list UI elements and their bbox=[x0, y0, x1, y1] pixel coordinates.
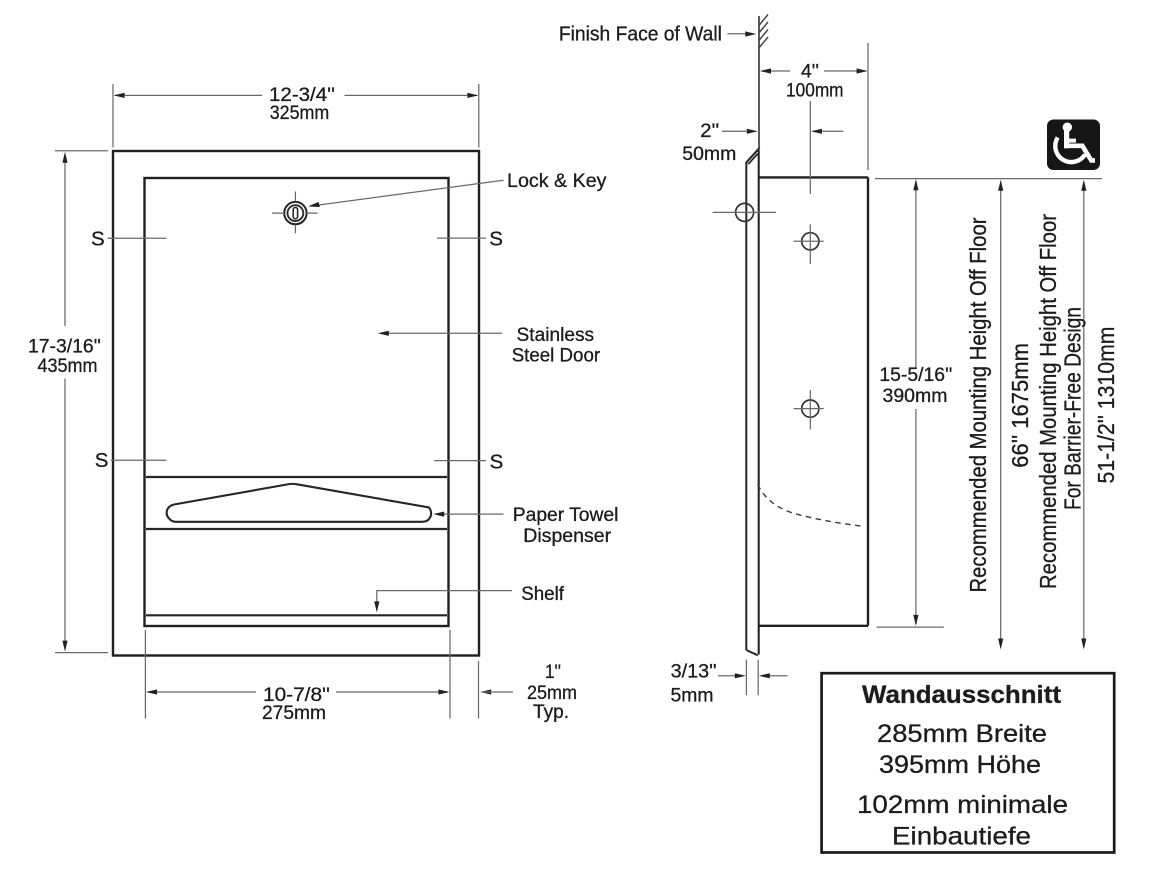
svg-text:Stainless: Stainless bbox=[517, 325, 595, 346]
svg-text:Typ.: Typ. bbox=[533, 702, 569, 723]
svg-text:S: S bbox=[91, 228, 105, 251]
svg-text:1'': 1'' bbox=[545, 662, 561, 683]
svg-text:S: S bbox=[490, 450, 504, 473]
svg-text:275mm: 275mm bbox=[262, 703, 326, 724]
svg-text:Einbautiefe: Einbautiefe bbox=[892, 823, 1031, 851]
svg-text:Dispenser: Dispenser bbox=[523, 526, 612, 547]
svg-text:Wandausschnitt: Wandausschnitt bbox=[862, 681, 1062, 709]
svg-text:12-3/4'': 12-3/4'' bbox=[269, 85, 335, 106]
svg-text:102mm minimale: 102mm minimale bbox=[857, 791, 1068, 819]
svg-text:395mm Höhe: 395mm Höhe bbox=[879, 751, 1041, 779]
svg-text:2'': 2'' bbox=[700, 121, 719, 142]
svg-text:4'': 4'' bbox=[801, 61, 819, 82]
svg-text:435mm: 435mm bbox=[38, 356, 98, 377]
svg-text:390mm: 390mm bbox=[883, 386, 948, 407]
svg-text:3/13'': 3/13'' bbox=[671, 662, 717, 683]
svg-text:10-7/8'': 10-7/8'' bbox=[263, 685, 330, 706]
svg-text:325mm: 325mm bbox=[270, 103, 330, 124]
svg-text:Shelf: Shelf bbox=[521, 584, 565, 605]
svg-text:17-3/16'': 17-3/16'' bbox=[28, 336, 101, 357]
svg-text:100mm: 100mm bbox=[786, 80, 844, 101]
svg-text:S: S bbox=[95, 449, 109, 472]
svg-text:S: S bbox=[489, 228, 503, 251]
svg-text:Recommended Mounting Height Of: Recommended Mounting Height Off Floor bbox=[1035, 214, 1061, 589]
svg-text:For Barrier-Free Design: For Barrier-Free Design bbox=[1060, 307, 1086, 510]
svg-text:15-5/16'': 15-5/16'' bbox=[879, 365, 952, 386]
svg-text:Finish Face of Wall: Finish Face of Wall bbox=[559, 23, 722, 45]
svg-text:Paper Towel: Paper Towel bbox=[513, 505, 619, 526]
svg-text:51-1/2'' 1310mm: 51-1/2'' 1310mm bbox=[1093, 327, 1119, 484]
svg-text:5mm: 5mm bbox=[671, 685, 714, 706]
svg-text:285mm Breite: 285mm Breite bbox=[877, 720, 1047, 748]
svg-text:25mm: 25mm bbox=[527, 683, 577, 704]
svg-text:Lock & Key: Lock & Key bbox=[507, 171, 607, 192]
svg-text:Steel Door: Steel Door bbox=[512, 345, 601, 366]
svg-text:Recommended Mounting Height Of: Recommended Mounting Height Off Floor bbox=[965, 217, 991, 592]
svg-text:66'' 1675mm: 66'' 1675mm bbox=[1007, 343, 1033, 468]
svg-text:50mm: 50mm bbox=[682, 144, 736, 165]
